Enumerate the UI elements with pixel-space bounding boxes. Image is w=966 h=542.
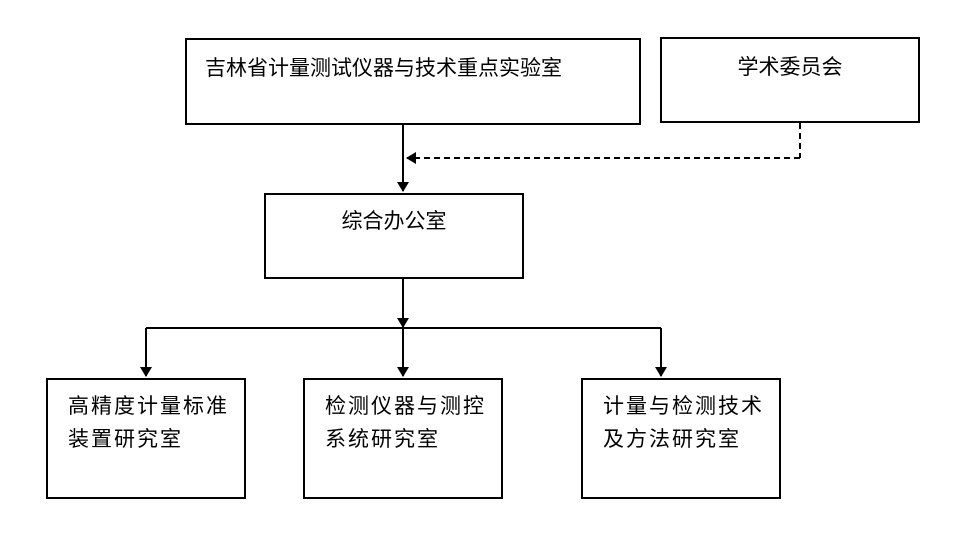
node-measurement-methods-lab-label: 计量与检测技术及方法研究室 xyxy=(603,394,764,451)
node-academic-committee-label: 学术委员会 xyxy=(737,55,843,79)
node-instrument-control-lab: 检测仪器与测控系统研究室 xyxy=(303,378,503,499)
node-instrument-control-lab-label: 检测仪器与测控系统研究室 xyxy=(325,394,486,451)
node-general-office-label: 综合办公室 xyxy=(341,209,447,233)
node-measurement-methods-lab: 计量与检测技术及方法研究室 xyxy=(581,378,781,499)
node-general-office: 综合办公室 xyxy=(264,193,524,279)
node-key-laboratory: 吉林省计量测试仪器与技术重点实验室 xyxy=(185,38,641,125)
node-key-laboratory-label: 吉林省计量测试仪器与技术重点实验室 xyxy=(205,56,562,80)
node-precision-standards-lab: 高精度计量标准装置研究室 xyxy=(46,378,246,499)
node-academic-committee: 学术委员会 xyxy=(660,37,920,123)
node-precision-standards-lab-label: 高精度计量标准装置研究室 xyxy=(68,394,229,451)
